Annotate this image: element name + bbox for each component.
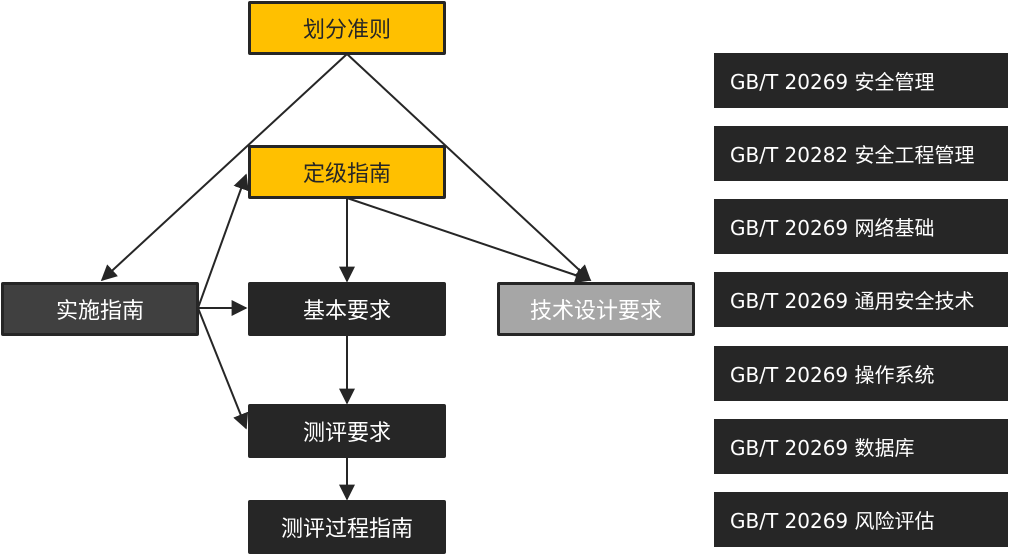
node-label: 定级指南 xyxy=(302,162,391,187)
edge-huafen-to-jishu xyxy=(346,53,592,282)
standard-label: GB/T 20269 数据库 xyxy=(730,436,915,460)
standard-item[interactable]: GB/T 20282 安全工程管理 xyxy=(714,126,1008,181)
edge-shishi-to-dingji xyxy=(197,173,249,309)
standard-item[interactable]: GB/T 20269 网络基础 xyxy=(714,199,1008,254)
standard-label: GB/T 20269 风险评估 xyxy=(730,509,935,533)
standard-label: GB/T 20269 网络基础 xyxy=(730,216,935,240)
node-shishi-zhinan[interactable]: 实施指南 xyxy=(1,282,199,336)
node-label: 实施指南 xyxy=(55,299,144,324)
node-label: 测评过程指南 xyxy=(280,517,413,542)
edge-dingji-to-jishu xyxy=(346,197,592,283)
node-ceping-guocheng-zhinan[interactable]: 测评过程指南 xyxy=(248,500,446,554)
standard-item[interactable]: GB/T 20269 操作系统 xyxy=(714,346,1008,401)
standard-label: GB/T 20269 安全管理 xyxy=(730,70,935,94)
standard-item[interactable]: GB/T 20269 数据库 xyxy=(714,419,1008,474)
node-huafen-zhunze[interactable]: 划分准则 xyxy=(248,1,446,55)
standard-item[interactable]: GB/T 20269 风险评估 xyxy=(714,492,1008,547)
node-label: 技术设计要求 xyxy=(529,299,662,324)
standard-label: GB/T 20282 安全工程管理 xyxy=(730,143,975,167)
node-jishu-sheji-yaoqiu[interactable]: 技术设计要求 xyxy=(497,282,695,336)
node-dingji-zhinan[interactable]: 定级指南 xyxy=(248,145,446,199)
node-label: 测评要求 xyxy=(302,421,391,446)
edge-huafen-to-shishi xyxy=(100,53,348,282)
node-label: 划分准则 xyxy=(302,18,391,43)
standard-label: GB/T 20269 通用安全技术 xyxy=(730,289,975,313)
node-ceping-yaoqiu[interactable]: 测评要求 xyxy=(248,404,446,458)
standard-label: GB/T 20269 操作系统 xyxy=(730,363,935,387)
node-jiben-yaoqiu[interactable]: 基本要求 xyxy=(248,282,446,336)
standard-item[interactable]: GB/T 20269 安全管理 xyxy=(714,53,1008,108)
node-label: 基本要求 xyxy=(302,299,391,324)
standard-item[interactable]: GB/T 20269 通用安全技术 xyxy=(714,272,1008,327)
edge-shishi-to-ceping xyxy=(197,307,249,430)
